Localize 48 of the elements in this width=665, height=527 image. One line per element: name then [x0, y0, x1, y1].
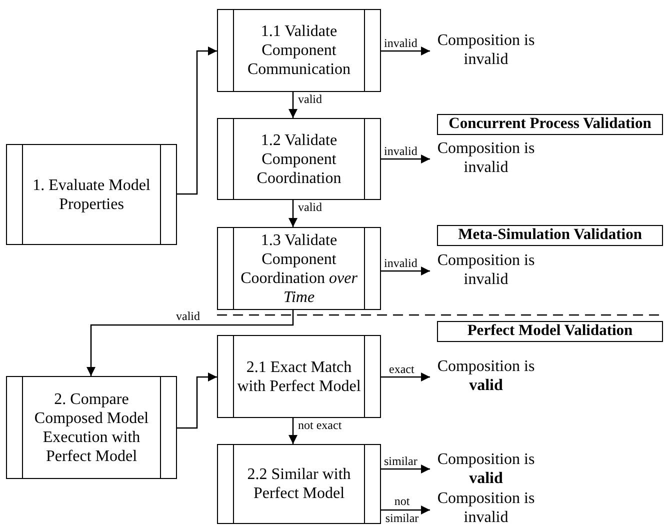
section-header-text: Concurrent Process Validation: [448, 115, 652, 132]
arrow: [381, 154, 430, 164]
arrow: [288, 418, 298, 444]
edge-label: valid: [298, 201, 322, 214]
edge-label: valid: [298, 93, 322, 106]
outcome-text: Composition is invalid: [437, 140, 535, 176]
section-header-text: Meta-Simulation Validation: [458, 226, 642, 243]
process-label: 1.3 Validate Component Coordination over Time: [240, 230, 358, 306]
edge-label: exact: [389, 363, 414, 376]
process-box: [6, 376, 177, 479]
edge-label: valid: [176, 310, 200, 323]
outcome-text: Composition is invalid: [437, 252, 535, 288]
section-header-text: Perfect Model Validation: [467, 322, 633, 339]
edge-label: similar: [384, 455, 418, 468]
process-label: 2.1 Exact Match with Perfect Model: [236, 358, 362, 396]
section-header-box: [437, 114, 663, 135]
arrow: [177, 372, 217, 429]
outcome-text: Composition is valid: [437, 358, 535, 394]
outcome-text: Composition is valid: [437, 451, 535, 487]
process-box: [6, 144, 177, 245]
edge-label: invalid: [384, 257, 418, 270]
arrow: [177, 46, 217, 195]
process-label: 2.2 Similar with Perfect Model: [246, 465, 352, 503]
process-label: 1.1 Validate Component Communication: [246, 22, 352, 79]
process-label: 2. Compare Composed Model Execution with Perfect Model: [33, 390, 150, 466]
process-box: [217, 444, 381, 524]
process-box: [217, 118, 381, 200]
section-header-box: [437, 225, 663, 246]
edge-label: not exact: [298, 419, 342, 432]
edge-label: invalid: [384, 145, 418, 158]
arrow: [381, 46, 430, 56]
process-box: [217, 227, 381, 310]
edge-label: not similar: [384, 493, 420, 527]
outcome-text: Composition is invalid: [437, 490, 535, 526]
arrow: [381, 372, 430, 382]
arrow: [86, 310, 294, 376]
process-box: [217, 335, 381, 418]
edge-label: invalid: [384, 37, 418, 50]
arrow: [381, 464, 430, 474]
section-header-box: [437, 321, 663, 342]
process-label: 1.2 Validate Component Coordination: [256, 130, 342, 188]
arrow: [381, 266, 430, 276]
process-box: [217, 9, 381, 92]
process-label: 1. Evaluate Model Properties: [32, 176, 152, 214]
arrow: [288, 200, 298, 227]
outcome-text: Composition is invalid: [437, 32, 535, 68]
arrow: [381, 506, 430, 514]
arrow: [288, 92, 298, 118]
